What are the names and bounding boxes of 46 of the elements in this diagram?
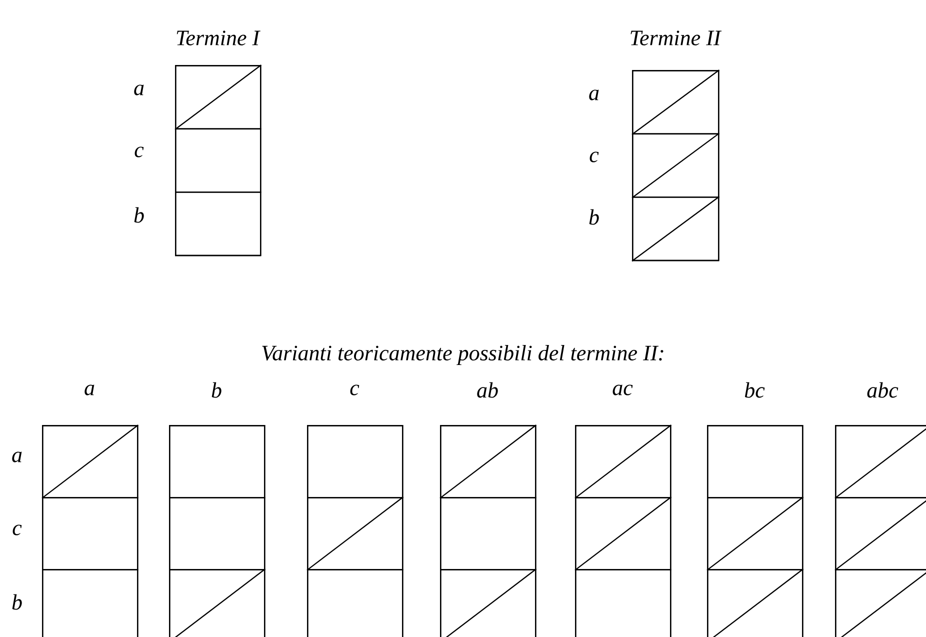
diagonal-cell [42, 424, 139, 499]
grid-cell [307, 569, 404, 637]
grid-cell [42, 497, 138, 570]
diagonal-cell [706, 496, 804, 571]
diagonal-cell [834, 568, 926, 637]
row-label: c [12, 524, 22, 536]
diagonal-cell [440, 568, 537, 637]
row-label: c [590, 152, 599, 162]
column-heading: ac [612, 384, 633, 396]
subtitle: Varianti teoricamente possibili del termine II: [262, 345, 664, 365]
grid-cell [169, 497, 266, 570]
column-heading: abc [867, 382, 898, 398]
diagonal-cell [834, 424, 926, 499]
grid-cell [169, 425, 266, 498]
diagonal-cell [574, 496, 672, 571]
grid-cell [175, 192, 262, 256]
row-label: a [12, 452, 22, 462]
column-heading: Termine II [630, 30, 722, 46]
column-heading: Termine I [176, 30, 260, 46]
row-label: b [12, 594, 22, 610]
grid-cell [440, 497, 536, 570]
diagonal-cell [168, 568, 266, 637]
diagonal-cell [174, 64, 262, 130]
diagonal-cell [574, 424, 672, 499]
diagonal-cell [632, 196, 720, 262]
grid-cell [307, 425, 404, 498]
row-label: a [589, 90, 599, 100]
diagonal-cell [306, 496, 404, 571]
row-label: b [589, 209, 599, 225]
column-heading: bc [744, 382, 765, 398]
diagonal-cell [632, 70, 720, 135]
column-heading: a [84, 384, 94, 396]
diagonal-cell [632, 132, 720, 198]
row-label: c [134, 146, 144, 158]
column-heading: c [350, 384, 360, 396]
column-heading: b [212, 382, 222, 398]
grid-cell [42, 569, 138, 637]
grid-cell [707, 425, 804, 498]
row-label: b [134, 207, 144, 223]
diagonal-cell [834, 496, 926, 571]
diagonal-cell [440, 424, 537, 499]
diagonal-cell [706, 568, 804, 637]
grid-cell [175, 128, 262, 193]
grid-cell [575, 569, 672, 637]
column-heading: ab [477, 382, 498, 398]
row-label: a [134, 84, 144, 96]
